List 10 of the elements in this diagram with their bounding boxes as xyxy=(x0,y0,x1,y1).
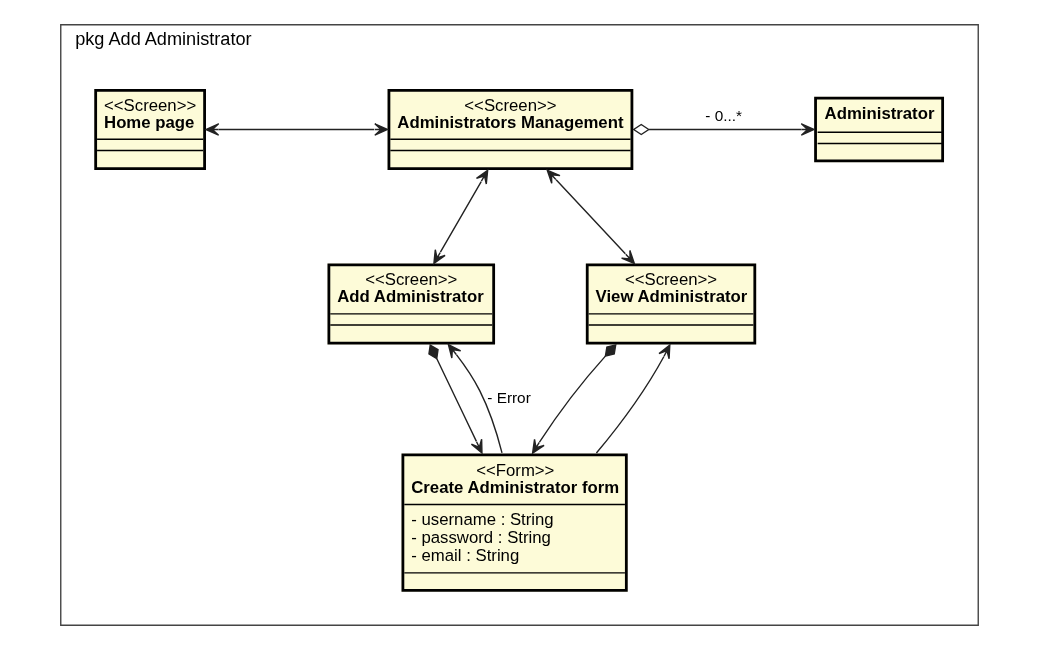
edge-label: - 0...* xyxy=(705,106,743,124)
arrow xyxy=(447,343,503,454)
arrow xyxy=(632,123,815,136)
arrow xyxy=(595,344,671,454)
arrow xyxy=(428,343,483,454)
arrow xyxy=(433,169,489,265)
arrow xyxy=(546,169,636,265)
edge-label: - Error xyxy=(487,388,531,406)
arrow xyxy=(531,344,617,454)
arrow xyxy=(205,123,389,136)
